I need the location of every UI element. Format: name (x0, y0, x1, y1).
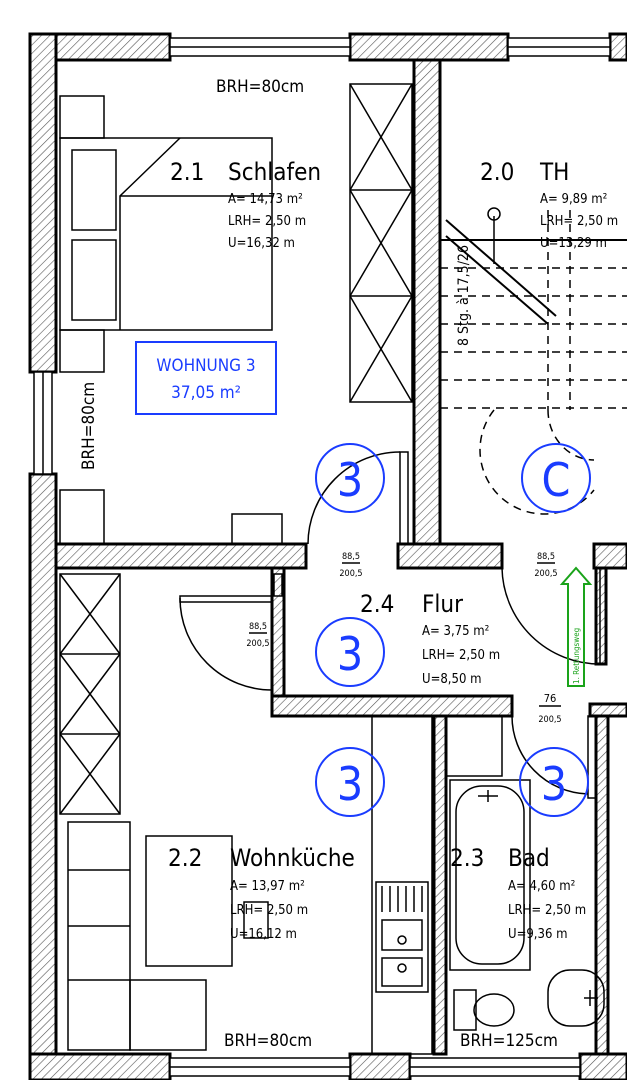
room-name: Bad (508, 844, 550, 872)
apartment-label-box: WOHNUNG 3 37,05 m² (135, 341, 277, 415)
room-lrh: LRH= 2,50 m (540, 214, 618, 229)
room-name: Flur (422, 590, 463, 618)
room-2-4-label: 2.4 Flur A= 3,75 m² LRH= 2,50 m U=8,50 m (360, 590, 500, 687)
doors (179, 451, 607, 799)
door-width: 88,5 (537, 552, 555, 562)
interior-walls (54, 58, 627, 1056)
room-perimeter: U=13,29 m (540, 236, 607, 251)
room-perimeter: U=9,36 m (508, 927, 568, 942)
room-name: Wohnküche (230, 844, 355, 872)
door-width: 88,5 (249, 622, 267, 632)
door-height: 200,5 (534, 569, 557, 579)
room-lrh: LRH= 2,50 m (230, 903, 308, 918)
marker-label: 3 (337, 453, 363, 507)
room-number: 2.4 (360, 590, 394, 618)
room-number: 2.3 (450, 844, 484, 872)
kitchen-furniture (59, 573, 433, 1055)
room-number: 2.2 (168, 844, 202, 872)
sill-height-left: BRH=80cm (79, 382, 99, 470)
room-perimeter: U=16,12 m (230, 927, 297, 942)
room-area: A= 13,97 m² (230, 879, 305, 894)
room-lrh: LRH= 2,50 m (228, 214, 306, 229)
room-number: 2.1 (170, 158, 204, 186)
room-lrh: LRH= 2,50 m (422, 648, 500, 663)
room-area: A= 14,73 m² (228, 192, 303, 207)
door-width: 88,5 (342, 552, 360, 562)
marker-bedroom: 3 (315, 443, 385, 513)
marker-bath: 3 (519, 747, 589, 817)
sill-height-bottom-bath: BRH=125cm (460, 1031, 558, 1051)
escape-route-arrow: 1. Rettungsweg (559, 566, 593, 687)
room-2-2-label: 2.2 Wohnküche A= 13,97 m² LRH= 2,50 m U=… (168, 844, 355, 942)
room-perimeter: U=16,32 m (228, 236, 295, 251)
windows (33, 37, 611, 1077)
door-width: 76 (544, 692, 557, 705)
bedroom-furniture (59, 83, 413, 545)
room-2-0-label: 2.0 TH A= 9,89 m² LRH= 2,50 m U=13,29 m (480, 158, 618, 251)
sill-height-bottom-kitchen: BRH=80cm (224, 1031, 312, 1051)
room-area: A= 9,89 m² (540, 192, 607, 207)
marker-label: 3 (337, 627, 363, 681)
marker-label: 3 (541, 757, 567, 811)
room-name: TH (539, 158, 569, 186)
bathroom-fixtures (445, 715, 605, 1031)
marker-label: 3 (337, 757, 363, 811)
marker-stair: C (521, 443, 591, 513)
door-height: 200,5 (339, 569, 362, 579)
door-height: 200,5 (538, 715, 561, 725)
door-size-stair: 88,5 200,5 (534, 552, 557, 579)
sill-height-top: BRH=80cm (216, 77, 304, 97)
marker-kitchen: 3 (315, 747, 385, 817)
door-size-kitchen: 88,5 200,5 (246, 622, 269, 649)
room-perimeter: U=8,50 m (422, 672, 482, 687)
room-area: A= 3,75 m² (422, 624, 489, 639)
door-height: 200,5 (246, 639, 269, 649)
room-area: A= 4,60 m² (508, 879, 575, 894)
room-2-1-label: 2.1 Schlafen A= 14,73 m² LRH= 2,50 m U=1… (170, 158, 321, 251)
room-name: Schlafen (228, 158, 321, 186)
apartment-area: 37,05 m² (171, 383, 241, 403)
door-size-bedroom: 88,5 200,5 (339, 552, 362, 579)
marker-flur: 3 (315, 617, 385, 687)
room-2-3-label: 2.3 Bad A= 4,60 m² LRH= 2,50 m U=9,36 m (450, 844, 586, 942)
door-size-bath: 76 200,5 (538, 692, 561, 725)
stair-label: 8 Stg. à 17,5/26 (456, 245, 472, 346)
apartment-label: WOHNUNG 3 (156, 356, 255, 376)
room-lrh: LRH= 2,50 m (508, 903, 586, 918)
escape-route-label: 1. Rettungsweg (572, 628, 581, 684)
exterior-walls (28, 32, 627, 1080)
room-number: 2.0 (480, 158, 514, 186)
marker-label: C (542, 453, 571, 507)
staircase (440, 207, 627, 515)
